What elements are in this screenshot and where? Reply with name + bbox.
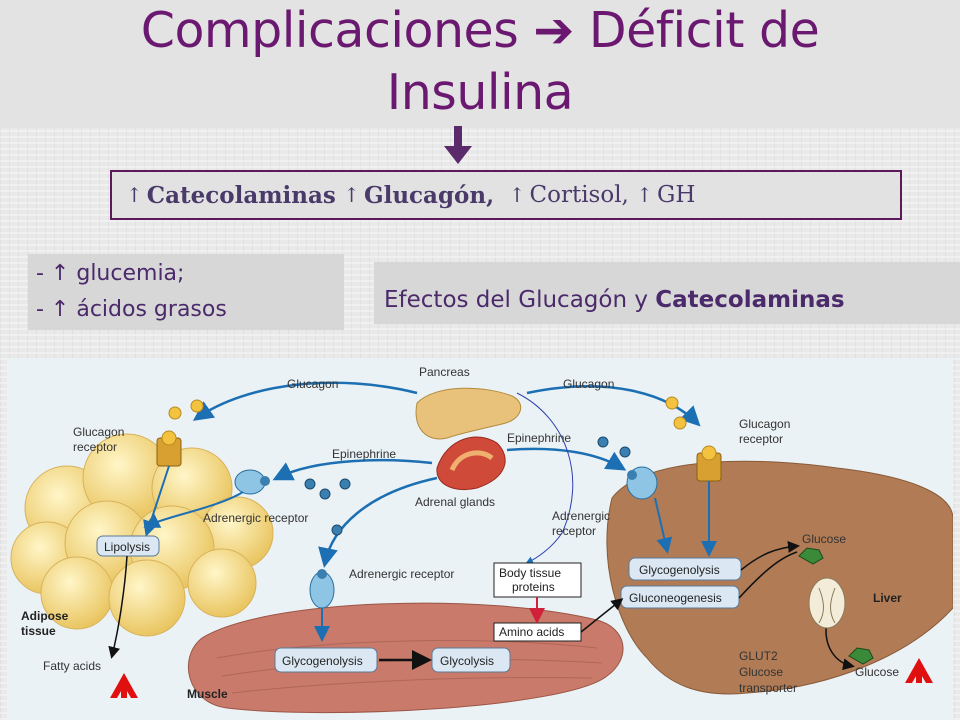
label-adipose-1: Adipose [21, 609, 69, 623]
effects-heading-bold: Catecolaminas [655, 287, 845, 313]
effect-glucemia: - ↑ glucemia; [36, 261, 185, 286]
label-glucagon-receptor-right-2: receptor [739, 432, 783, 446]
hormones-box: ↑ Catecolaminas ↑ Glucagón, ↑ Cortisol, … [110, 170, 902, 220]
label-glut2-1: GLUT2 [739, 649, 778, 663]
red-up-arrow-icon [110, 673, 138, 698]
glycolysis-box [431, 647, 511, 673]
glucose-molecule-icon [848, 647, 874, 665]
adrenal-gland-illustration [436, 436, 506, 491]
label-gluconeogenesis: Gluconeogenesis [629, 591, 722, 605]
label-glucose-top: Glucose [802, 532, 846, 546]
label-glut2-2: Glucose [739, 665, 783, 679]
label-adrenergic-receptor-right-2: receptor [552, 524, 596, 538]
liver-glycogenolysis-box [628, 557, 742, 581]
label-glucagon-left: Glucagon [287, 377, 338, 391]
diagram-svg: Pancreas Glucagon Glucagon Glucagon rece… [10, 365, 953, 714]
effects-heading-prefix: Efectos del Glucagón y [384, 287, 656, 313]
label-glucagon-receptor-left-1: Glucagon [73, 425, 124, 439]
label-epinephrine-right: Epinephrine [507, 431, 571, 445]
label-liver: Liver [873, 591, 902, 605]
label-muscle: Muscle [187, 687, 228, 701]
label-glucagon-receptor-right-1: Glucagon [739, 417, 790, 431]
label-lipolysis: Lipolysis [104, 540, 150, 554]
label-adrenal-glands: Adrenal glands [415, 495, 495, 509]
label-adrenergic-receptor-left: Adrenergic receptor [203, 511, 308, 525]
label-body-tissue-1: Body tissue [499, 566, 561, 580]
down-arrow-icon [444, 126, 472, 164]
adipose-tissue-illustration [10, 433, 274, 637]
body-tissue-proteins-box [493, 562, 582, 598]
label-epinephrine-left: Epinephrine [332, 447, 396, 461]
effect-acidos-grasos: - ↑ ácidos grasos [36, 297, 227, 322]
hormone-gh: GH [656, 182, 696, 208]
liver-illustration [606, 460, 953, 695]
label-glucagon-receptor-left-2: receptor [73, 440, 117, 454]
label-glut2-3: transporter [739, 681, 797, 695]
lipolysis-box [96, 535, 160, 557]
slide-title-line1: Complicaciones ➔ Déficit de [140, 2, 820, 59]
label-glucose-bottom: Glucose [855, 665, 899, 679]
glucose-molecule-icon [798, 547, 824, 565]
label-glucagon-right: Glucagon [563, 377, 614, 391]
label-adrenergic-receptor-right-1: Adrenergic [552, 509, 610, 523]
muscle-illustration [187, 602, 624, 714]
epinephrine-molecules [304, 436, 631, 536]
title-band [0, 0, 960, 128]
label-body-tissue-2: proteins [512, 580, 555, 594]
slide-title: Complicaciones ➔ Déficit de Insulina [0, 0, 960, 124]
up-arrow-icon: ↑ [126, 183, 143, 207]
label-adipose-2: tissue [21, 624, 56, 638]
muscle-glycogenolysis-box [274, 647, 378, 673]
glut2-transporter-icon [808, 577, 846, 629]
label-amino-acids: Amino acids [499, 625, 564, 639]
effects-heading: Efectos del Glucagón y Catecolaminas [374, 262, 960, 324]
red-up-arrow-icon [905, 658, 933, 683]
effects-list: - ↑ glucemia; - ↑ ácidos grasos [28, 254, 344, 330]
label-adrenergic-receptor-mid: Adrenergic receptor [349, 567, 454, 581]
label-glycogenolysis-muscle: Glycogenolysis [282, 654, 363, 668]
hormone-cortisol: Cortisol, [529, 182, 629, 208]
label-fatty-acids: Fatty acids [43, 659, 101, 673]
up-arrow-icon: ↑ [508, 183, 526, 207]
glucagon-molecules [168, 396, 687, 430]
up-arrow-icon: ↑ [343, 183, 360, 207]
hormone-effects-diagram: Pancreas Glucagon Glucagon Glucagon rece… [7, 358, 953, 720]
up-arrow-icon: ↑ [636, 183, 653, 207]
slide-title-line2: Insulina [386, 64, 574, 121]
label-glycolysis: Glycolysis [440, 654, 494, 668]
label-pancreas: Pancreas [419, 365, 470, 379]
hormone-catecolaminas: Catecolaminas [146, 181, 336, 209]
pancreas-illustration [415, 387, 522, 440]
hormone-glucagon: Glucagón, [363, 181, 495, 209]
label-glycogenolysis-liver: Glycogenolysis [639, 563, 720, 577]
